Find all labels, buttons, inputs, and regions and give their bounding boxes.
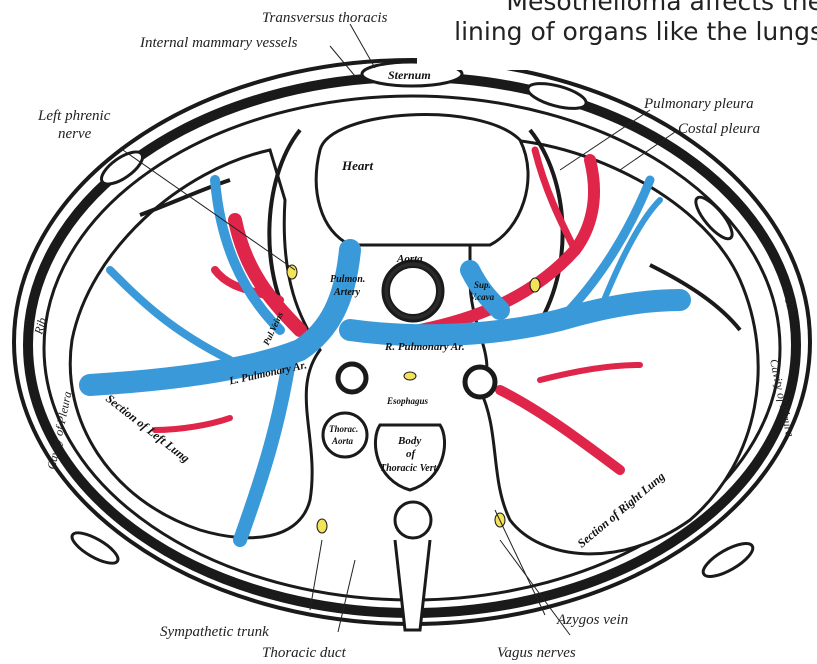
label-thoracic-aorta-1: Thorac. xyxy=(329,424,358,434)
thoracic-aorta xyxy=(323,413,367,457)
label-sternum: Sternum xyxy=(388,68,431,82)
label-vagus-nerves: Vagus nerves xyxy=(497,645,576,661)
label-body-of-thoracic-vert-3: Thoracic Vert. xyxy=(380,463,439,474)
aorta xyxy=(383,261,443,321)
label-transversus-thoracis: Transversus thoracis xyxy=(262,10,388,26)
label-r-pulmonary-artery: R. Pulmonary Ar. xyxy=(384,341,465,353)
label-aorta: Aorta xyxy=(396,253,423,265)
label-sup-vena-cava-2: V.cava xyxy=(470,292,495,302)
label-body-of-thoracic-vert-1: Body xyxy=(397,435,421,447)
label-left-phrenic-nerve-2: nerve xyxy=(58,126,92,142)
label-thoracic-duct: Thoracic duct xyxy=(262,645,347,661)
label-body-of-thoracic-vert-2: of xyxy=(406,448,417,460)
label-azygos-vein: Azygos vein xyxy=(556,612,628,628)
label-esophagus: Esophagus xyxy=(386,396,429,406)
label-heart: Heart xyxy=(341,158,373,173)
label-sup-vena-cava-1: Sup. xyxy=(474,280,491,290)
label-left-phrenic-nerve-1: Left phrenic xyxy=(37,108,111,124)
label-thoracic-aorta-2: Aorta xyxy=(331,436,354,446)
label-costal-pleura: Costal pleura xyxy=(678,121,760,137)
label-sympathetic-trunk: Sympathetic trunk xyxy=(160,624,269,640)
label-pulmonary-artery-2: Artery xyxy=(333,287,361,298)
caption-line-1: Mesothelioma affects the xyxy=(506,0,817,16)
label-pulmonary-pleura: Pulmonary pleura xyxy=(643,96,754,112)
caption-line-2: lining of organs like the lungs xyxy=(454,17,817,46)
caption-overlay: Mesothelioma affects the lining of organ… xyxy=(417,0,817,70)
label-internal-mammary-vessels: Internal mammary vessels xyxy=(139,35,298,51)
label-pulmonary-artery-1: Pulmon. xyxy=(330,274,365,285)
heart xyxy=(316,115,528,245)
